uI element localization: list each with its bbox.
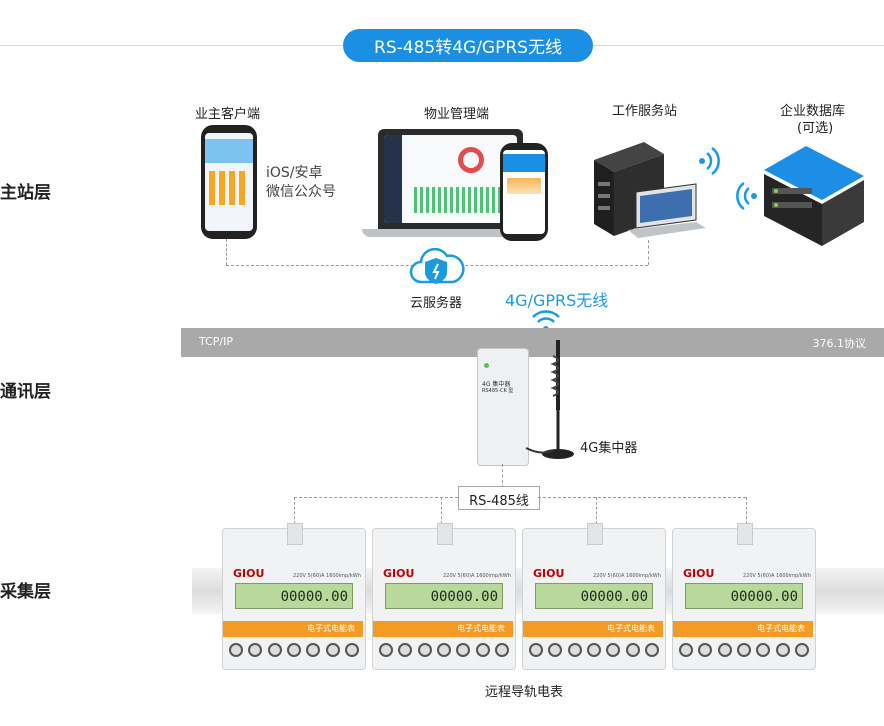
- rs485-label: RS-485线: [469, 494, 529, 509]
- database-server-icon: [764, 146, 864, 246]
- link-owner-down: [226, 239, 227, 265]
- meter-brand: GIOU: [233, 567, 265, 580]
- management-phone: [500, 143, 548, 241]
- meter-display: 00000.00: [535, 583, 653, 609]
- protocol-bar: TCP/IP 376.1协议: [181, 328, 884, 357]
- meter-spec: 220V 5(60)A 1600imp/kWh: [443, 573, 511, 579]
- concentrator-panel-line2: RS485-CK 型: [482, 388, 514, 394]
- antenna-icon: [525, 340, 574, 459]
- bus-drop-4: [746, 497, 747, 529]
- meter-brand: GIOU: [383, 567, 415, 580]
- laptop-sidebar: [384, 135, 402, 223]
- concentrator-panel-line1: 4G 集中器: [482, 381, 511, 388]
- meter-terminals: [229, 643, 359, 663]
- database-optional-label: (可选): [797, 121, 834, 136]
- management-phone-header: [503, 154, 545, 172]
- laptop-chart-ring: [458, 147, 484, 173]
- management-phone-screen: [503, 150, 545, 234]
- meter-strip: 电子式电能表: [223, 621, 363, 637]
- meter-brand: GIOU: [683, 567, 715, 580]
- meter-terminals: [379, 643, 509, 663]
- database-label: 企业数据库: [780, 104, 846, 119]
- concentrator-label: 4G集中器: [580, 441, 638, 456]
- bar-right-label: 376.1协议: [812, 337, 867, 350]
- laptop-base: [362, 229, 542, 237]
- concentrator-led: [484, 363, 489, 368]
- din-meter-4: GIOU 220V 5(60)A 1600imp/kWh 00000.00 电子…: [672, 523, 816, 670]
- meter-display: 00000.00: [235, 583, 353, 609]
- cloud-server-label: 云服务器: [410, 296, 463, 311]
- owner-phone: [201, 125, 257, 239]
- diagram-title: RS-485转4G/GPRS无线: [343, 29, 593, 62]
- bus-drop-2: [441, 497, 442, 529]
- management-phone-chart: [507, 178, 541, 194]
- title-rule-right: [593, 45, 884, 46]
- bus-drop-1: [294, 497, 295, 529]
- rs485-label-box: RS-485线: [458, 486, 540, 510]
- workstation-label: 工作服务站: [612, 104, 678, 119]
- owner-phone-banner: [205, 139, 253, 163]
- meter-clip: [287, 523, 303, 545]
- meter-strip-text: 电子式电能表: [307, 624, 355, 633]
- meter-spec: 220V 5(60)A 1600imp/kWh: [293, 573, 361, 579]
- bus-drop-3: [596, 497, 597, 529]
- meter-clip: [737, 523, 753, 545]
- property-client-label: 物业管理端: [424, 107, 490, 122]
- din-meter-1: GIOU 220V 5(60)A 1600imp/kWh 00000.00 电子…: [222, 523, 366, 670]
- bar-left-label: TCP/IP: [199, 335, 233, 348]
- owner-phone-screen: [205, 133, 253, 231]
- laptop-screen: [384, 135, 517, 223]
- meter-display: 00000.00: [385, 583, 503, 609]
- meter-strip-text: 电子式电能表: [757, 624, 805, 633]
- layer-master-label: 主站层: [0, 183, 51, 203]
- bus-horizontal-left: [294, 497, 458, 498]
- meter-clip: [437, 523, 453, 545]
- layer-collect-label: 采集层: [0, 582, 51, 602]
- wechat-label: 微信公众号: [266, 184, 336, 200]
- cloud-shield-icon: [409, 247, 465, 284]
- meter-strip: 电子式电能表: [373, 621, 513, 637]
- meter-strip-text: 电子式电能表: [457, 624, 505, 633]
- bus-from-concentrator: [502, 464, 503, 488]
- concentrator-device: 4G 集中器 RS485-CK 型: [477, 348, 529, 466]
- din-meter-3: GIOU 220V 5(60)A 1600imp/kWh 00000.00 电子…: [522, 523, 666, 670]
- laptop-chart-bars: [414, 187, 504, 213]
- mobile-platforms-label: iOS/安卓: [266, 165, 323, 181]
- owner-phone-grid: [209, 171, 249, 205]
- management-laptop: [378, 129, 523, 229]
- meter-strip-text: 电子式电能表: [607, 624, 655, 633]
- layer-comm-label: 通讯层: [0, 382, 51, 402]
- meter-spec: 220V 5(60)A 1600imp/kWh: [743, 573, 811, 579]
- meter-strip: 电子式电能表: [673, 621, 813, 637]
- meter-terminals: [529, 643, 659, 663]
- meters-caption: 远程导轨电表: [485, 685, 564, 700]
- din-meter-2: GIOU 220V 5(60)A 1600imp/kWh 00000.00 电子…: [372, 523, 516, 670]
- meter-terminals: [679, 643, 809, 663]
- meter-display: 00000.00: [685, 583, 803, 609]
- wifi-signal-icon-db: [736, 181, 757, 211]
- wifi-signal-icon: [699, 146, 720, 176]
- owner-client-label: 业主客户端: [195, 107, 261, 122]
- workstation-server-icon: [594, 142, 706, 238]
- wireless-label: 4G/GPRS无线: [505, 291, 609, 310]
- meter-strip: 电子式电能表: [523, 621, 663, 637]
- meter-clip: [587, 523, 603, 545]
- meter-spec: 220V 5(60)A 1600imp/kWh: [593, 573, 661, 579]
- meter-brand: GIOU: [533, 567, 565, 580]
- bus-horizontal-right: [538, 497, 746, 498]
- link-workstation-down: [648, 240, 649, 265]
- title-rule-left: [0, 45, 343, 46]
